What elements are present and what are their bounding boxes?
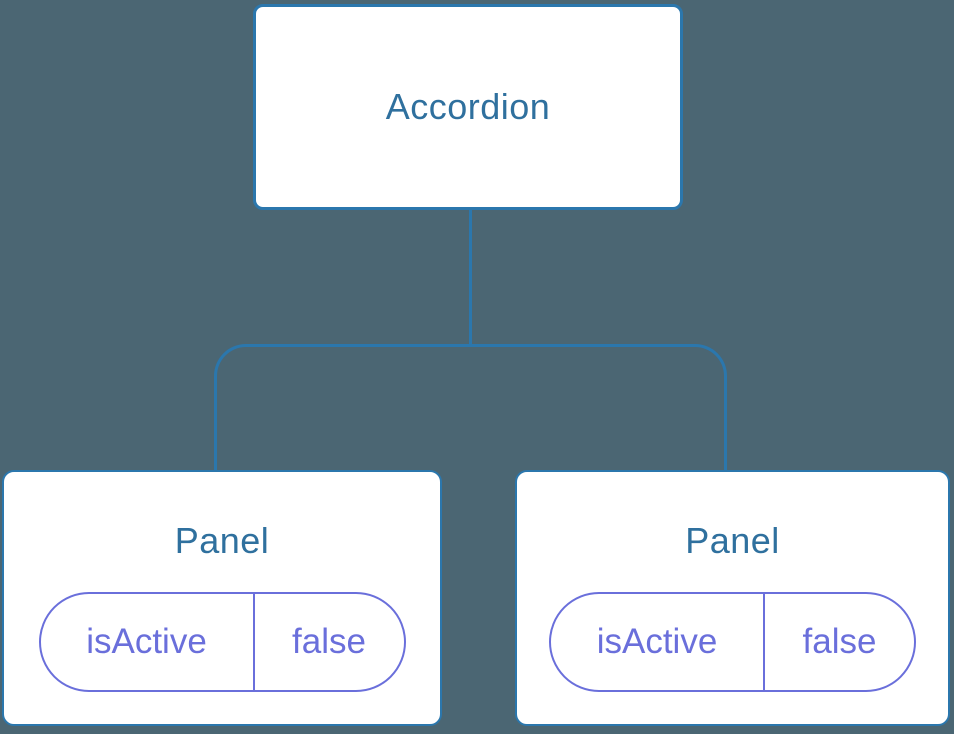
state-key: isActive (86, 622, 207, 661)
state-value: false (252, 594, 404, 690)
tree-connector-stem (469, 210, 472, 344)
tree-connector-branches (214, 344, 727, 470)
component-node-panel-right: Panel isActive false (515, 470, 950, 726)
state-value: false (763, 594, 914, 690)
state-key: isActive (596, 622, 718, 661)
state-pill: isActive false (549, 592, 916, 692)
node-label: Panel (174, 520, 270, 561)
component-node-accordion: Accordion (253, 4, 683, 210)
node-label: Accordion (385, 86, 551, 127)
state-pill: isActive false (38, 592, 406, 692)
component-node-panel-left: Panel isActive false (2, 470, 442, 726)
node-label: Panel (685, 520, 780, 561)
